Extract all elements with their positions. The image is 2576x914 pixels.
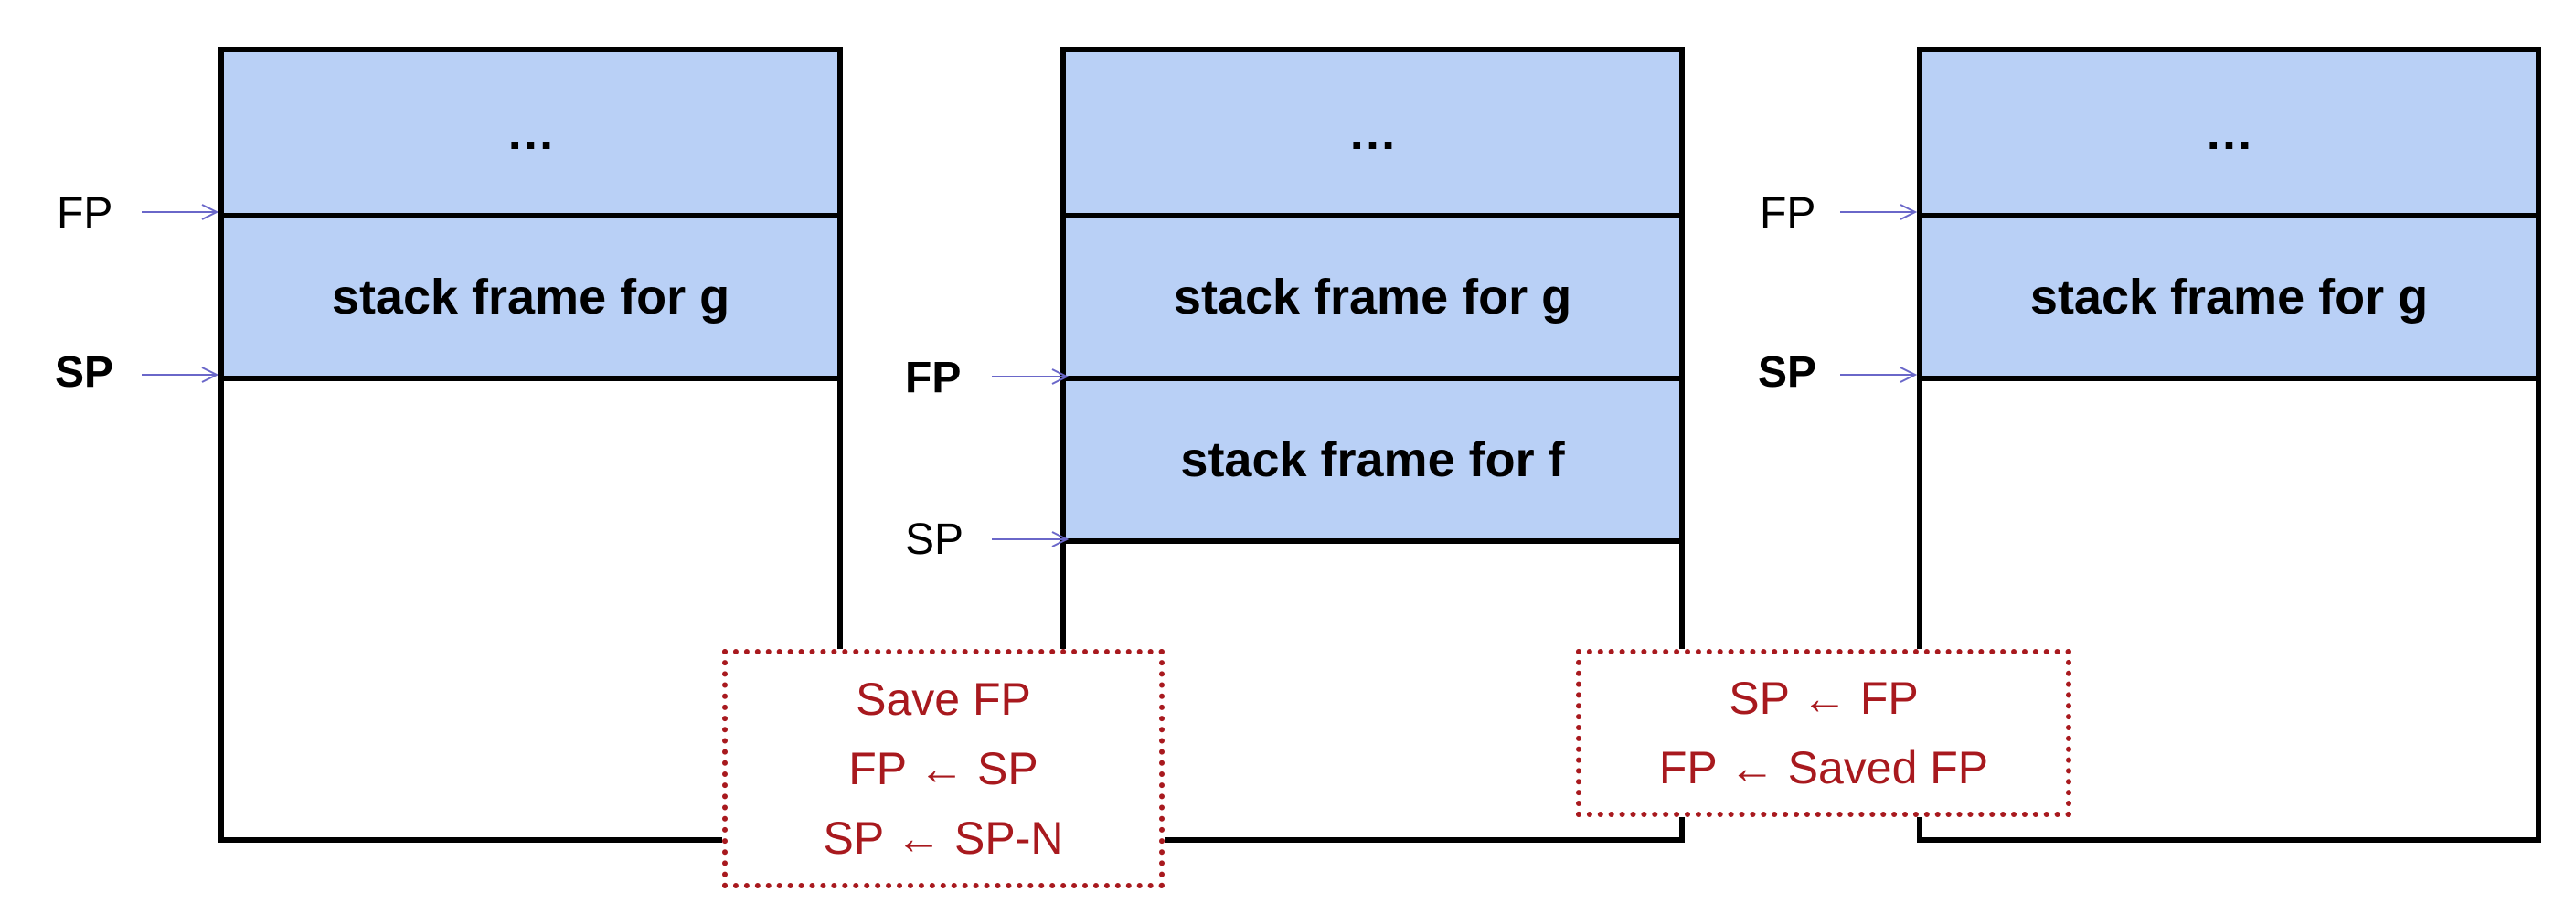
stack-2-cell-frame-g: stack frame for g: [1066, 218, 1679, 381]
stack-3-sp-arrow: [1840, 367, 1918, 383]
cell-label: …: [1347, 105, 1398, 160]
cell-label: stack frame for f: [1180, 432, 1565, 487]
stack-3-fp-label: FP: [1760, 189, 1816, 238]
prologue-note: Save FP FP ← SP SP ← SP-N: [722, 649, 1165, 888]
stack-1-sp-label: SP: [55, 348, 114, 397]
note-line: FP ← SP: [848, 743, 1038, 794]
stack-1-fp-arrow: [142, 204, 219, 220]
note-line: SP ← FP: [1729, 673, 1919, 724]
stack-3-cell-ellipsis: …: [1922, 52, 2536, 218]
cell-label: stack frame for g: [2029, 270, 2429, 324]
stack-1: … stack frame for g: [218, 47, 843, 843]
stack-1-fp-label: FP: [57, 189, 113, 238]
stack-3-sp-label: SP: [1758, 348, 1817, 397]
stack-1-cell-ellipsis: …: [224, 52, 837, 218]
stack-2-cell-frame-f: stack frame for f: [1066, 381, 1679, 544]
cell-label: …: [2204, 105, 2254, 160]
note-line: SP ← SP-N: [823, 813, 1064, 864]
stack-3-fp-arrow: [1840, 204, 1918, 220]
epilogue-note: SP ← FP FP ← Saved FP: [1576, 649, 2071, 817]
cell-label: stack frame for g: [331, 270, 730, 324]
note-line: Save FP: [856, 674, 1031, 725]
stack-3-cell-frame-g: stack frame for g: [1922, 218, 2536, 381]
cell-label: …: [506, 105, 556, 160]
cell-label: stack frame for g: [1173, 270, 1572, 324]
stack-1-cell-frame-g: stack frame for g: [224, 218, 837, 381]
note-line: FP ← Saved FP: [1658, 742, 1989, 793]
stack-2-fp-label: FP: [905, 354, 962, 402]
stack-1-sp-arrow: [142, 367, 219, 383]
stack-2-cell-ellipsis: …: [1066, 52, 1679, 218]
stack-2-fp-arrow: [992, 368, 1070, 385]
stack-2-sp-arrow: [992, 531, 1070, 547]
stack-2-sp-label: SP: [905, 515, 964, 564]
